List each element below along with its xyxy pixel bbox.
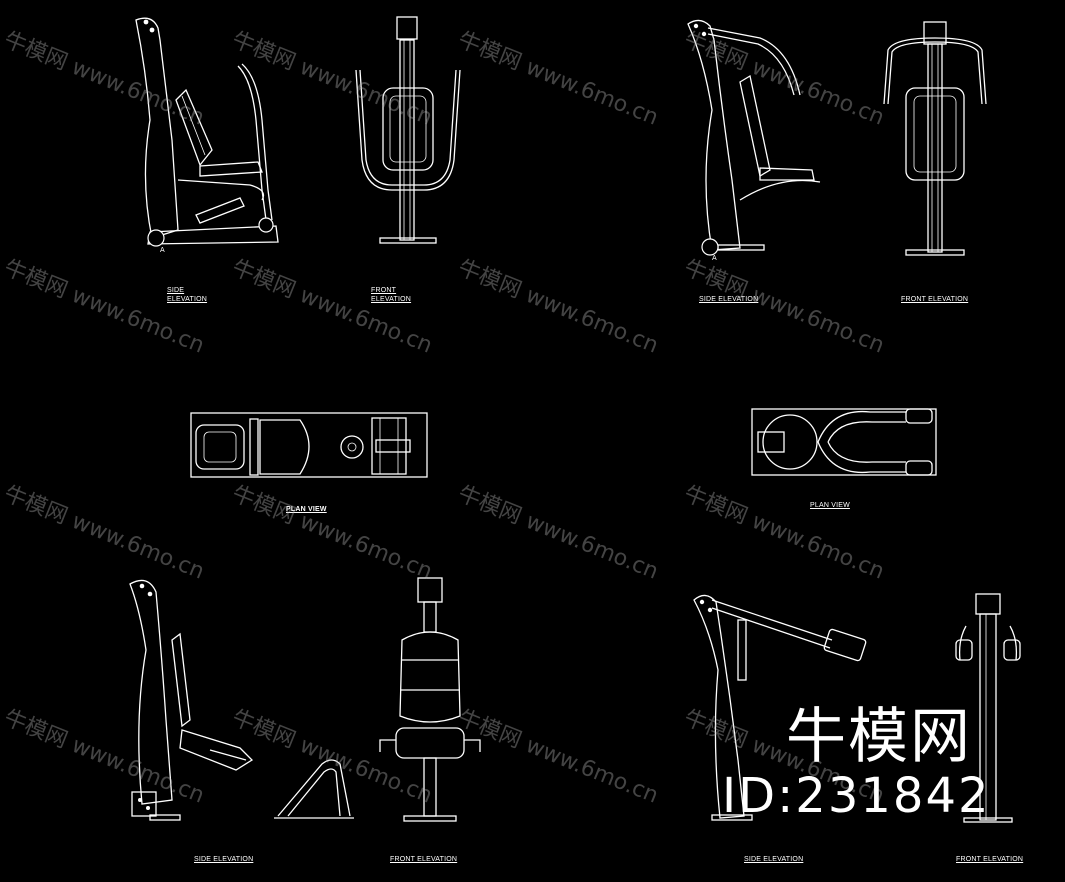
d2-front-elevation-drawing <box>883 21 987 256</box>
section-marker-a: A <box>712 255 717 262</box>
d1-side-label-line2: ELEVATION <box>167 296 208 303</box>
d6-side-elevation-drawing <box>693 594 867 821</box>
d6-front-elevation-drawing <box>955 593 1021 823</box>
d4-plan-view-drawing <box>751 408 937 476</box>
d6-front-label: FRONT ELEVATION <box>956 856 1024 863</box>
d1-front-label-line2: ELEVATION <box>371 296 412 303</box>
d1-front-elevation-drawing <box>355 16 461 244</box>
d2-front-label: FRONT ELEVATION <box>901 296 969 303</box>
d2-side-elevation-drawing <box>687 19 821 256</box>
section-marker-a: A <box>160 247 165 254</box>
d1-front-label-line1: FRONT <box>371 287 397 294</box>
d6-side-label: SIDE ELEVATION <box>744 856 804 863</box>
d5-front-elevation-drawing <box>274 577 481 822</box>
d3-plan-label: PLAN VIEW <box>286 506 327 513</box>
d1-side-elevation-drawing <box>135 17 279 247</box>
d5-side-elevation-drawing <box>129 579 254 821</box>
d4-plan-label: PLAN VIEW <box>810 502 850 509</box>
d5-side-label: SIDE ELEVATION <box>194 856 254 863</box>
d3-plan-view-drawing <box>190 412 428 478</box>
d1-side-label-line1: SIDE <box>167 287 185 294</box>
brand-name: 牛模网 <box>786 702 972 772</box>
d2-side-label: SIDE ELEVATION <box>699 296 759 303</box>
model-id: ID:231842 <box>722 768 991 824</box>
d5-front-label: FRONT ELEVATION <box>390 856 458 863</box>
